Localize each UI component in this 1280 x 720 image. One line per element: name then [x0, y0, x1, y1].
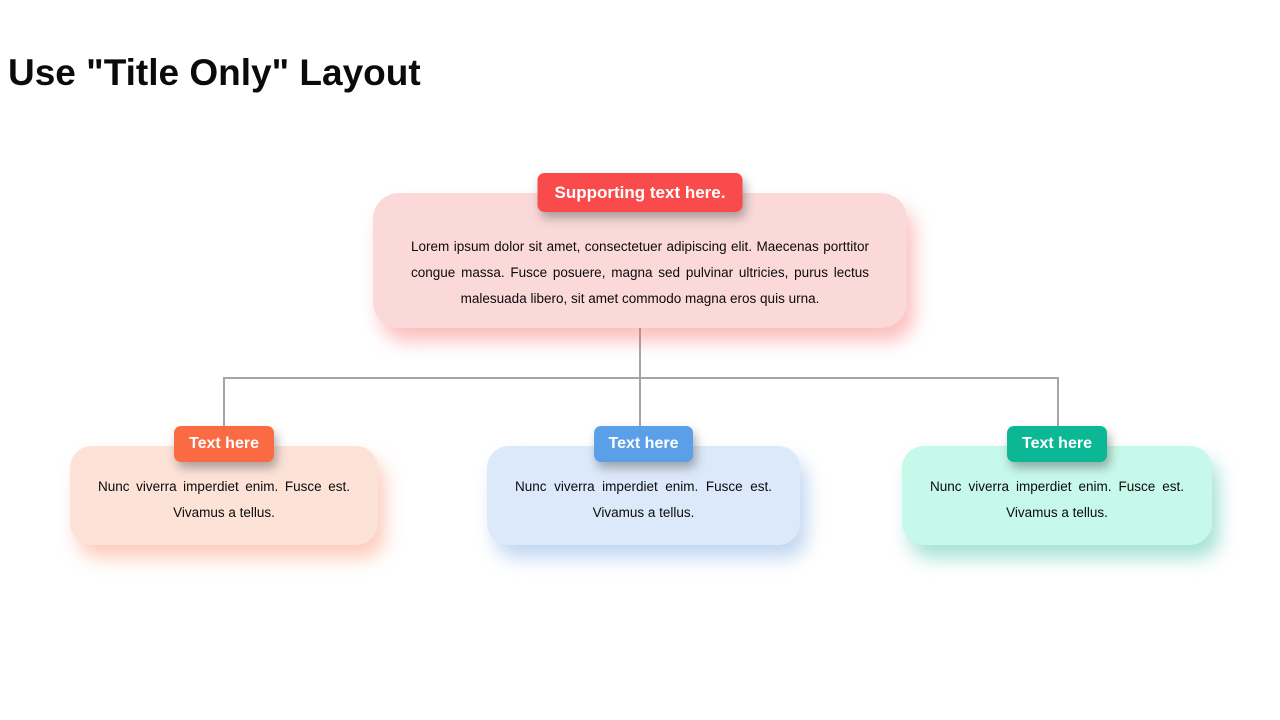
root-card: Supporting text here. Lorem ipsum dolor …	[373, 173, 907, 328]
child-card-3-badge: Text here	[1007, 426, 1107, 462]
connector-root-stem	[639, 328, 641, 378]
connector-drop-right	[1057, 377, 1059, 427]
child-card-2-badge: Text here	[593, 426, 694, 462]
child-card-2: Text here Nunc viverra imperdiet enim. F…	[487, 426, 800, 545]
child-card-2-body: Nunc viverra imperdiet enim. Fusce est. …	[515, 479, 772, 520]
child-card-1-body: Nunc viverra imperdiet enim. Fusce est. …	[98, 479, 350, 520]
connector-crossbar	[223, 377, 1059, 379]
child-card-1: Text here Nunc viverra imperdiet enim. F…	[70, 426, 378, 545]
connector-drop-center	[639, 377, 641, 427]
child-card-3-body: Nunc viverra imperdiet enim. Fusce est. …	[930, 479, 1184, 520]
child-card-3: Text here Nunc viverra imperdiet enim. F…	[902, 426, 1212, 545]
child-card-1-badge: Text here	[174, 426, 274, 462]
page-title: Use "Title Only" Layout	[8, 52, 421, 93]
root-card-body: Lorem ipsum dolor sit amet, consectetuer…	[411, 239, 869, 306]
root-card-badge: Supporting text here.	[537, 173, 743, 213]
connector-drop-left	[223, 377, 225, 427]
